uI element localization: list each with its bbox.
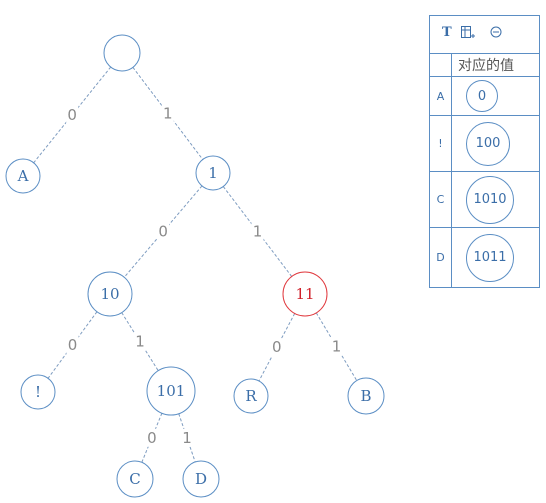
tree-node-C[interactable] [116, 460, 154, 498]
edge-label: 0 [68, 336, 78, 354]
edge-label-bg [330, 337, 343, 356]
edge-label: 0 [158, 223, 168, 241]
text-icon[interactable]: T [442, 25, 452, 40]
edge-label-bg [270, 338, 283, 357]
edge-label: 1 [332, 338, 342, 356]
tree-node-label: D [195, 470, 207, 488]
table-header-row: 对应的值 [430, 53, 539, 77]
edge-label: 1 [253, 223, 263, 241]
edge-label-bg [161, 104, 174, 123]
tree-node-n10[interactable] [87, 271, 133, 317]
tree-node-n101[interactable] [146, 366, 196, 416]
code-table-panel: T 对应的值 A 0 ! 100 C 1010 D 1011 [429, 15, 540, 288]
tree-node-label: A [17, 167, 29, 185]
row-value: 1010 [466, 175, 514, 224]
table-row: D 1011 [430, 228, 539, 287]
edge-label: 0 [67, 106, 77, 124]
tree-node-label: R [245, 387, 257, 405]
row-value: 100 [466, 121, 510, 166]
table-row: A 0 [430, 77, 539, 116]
edge-label: 0 [272, 338, 282, 356]
table-header-key-cell [430, 53, 452, 76]
row-key: ! [430, 116, 452, 171]
tree-node-label: 10 [100, 285, 119, 303]
panel-toolbar: T [430, 16, 539, 54]
row-key: C [430, 172, 452, 227]
edge-label: 1 [135, 333, 145, 351]
edge-label-bg [251, 222, 264, 241]
tree-node-n1[interactable] [195, 155, 231, 191]
tree-node-label: 1 [208, 164, 218, 182]
tree-node-B[interactable] [347, 377, 385, 415]
edge-label-bg [133, 332, 146, 351]
table-row: C 1010 [430, 172, 539, 228]
tree-node-bang[interactable] [20, 374, 56, 410]
table-row: ! 100 [430, 116, 539, 172]
tree-edge [315, 312, 358, 381]
tree-node-A[interactable] [5, 158, 41, 194]
edge-label-bg [66, 336, 79, 355]
tree-node-root[interactable] [103, 34, 141, 72]
tree-node-label: B [360, 387, 371, 405]
edge-label-bg [157, 222, 170, 241]
edge-label: 1 [182, 429, 192, 447]
edge-label-bg [145, 428, 158, 447]
edge-label: 1 [163, 104, 173, 122]
edge-label-bg [66, 105, 79, 124]
tree-node-n11[interactable] [282, 271, 328, 317]
row-value: 1011 [466, 233, 514, 282]
row-key: A [430, 77, 452, 115]
tree-node-D[interactable] [182, 460, 220, 498]
edge-label-bg [180, 428, 193, 447]
row-key: D [430, 228, 452, 287]
tree-node-label: ! [35, 383, 41, 401]
edge-label: 0 [147, 429, 157, 447]
table-icon[interactable] [461, 26, 475, 40]
tree-edge [121, 312, 159, 371]
tree-node-label: 101 [157, 382, 186, 400]
row-value: 0 [466, 80, 498, 112]
minus-circle-icon[interactable] [490, 26, 502, 38]
tree-edge [258, 313, 296, 382]
tree-node-label: 11 [295, 285, 314, 303]
table-header-value: 对应的值 [458, 57, 514, 74]
tree-node-label: C [129, 470, 140, 488]
tree-node-R[interactable] [233, 378, 269, 414]
